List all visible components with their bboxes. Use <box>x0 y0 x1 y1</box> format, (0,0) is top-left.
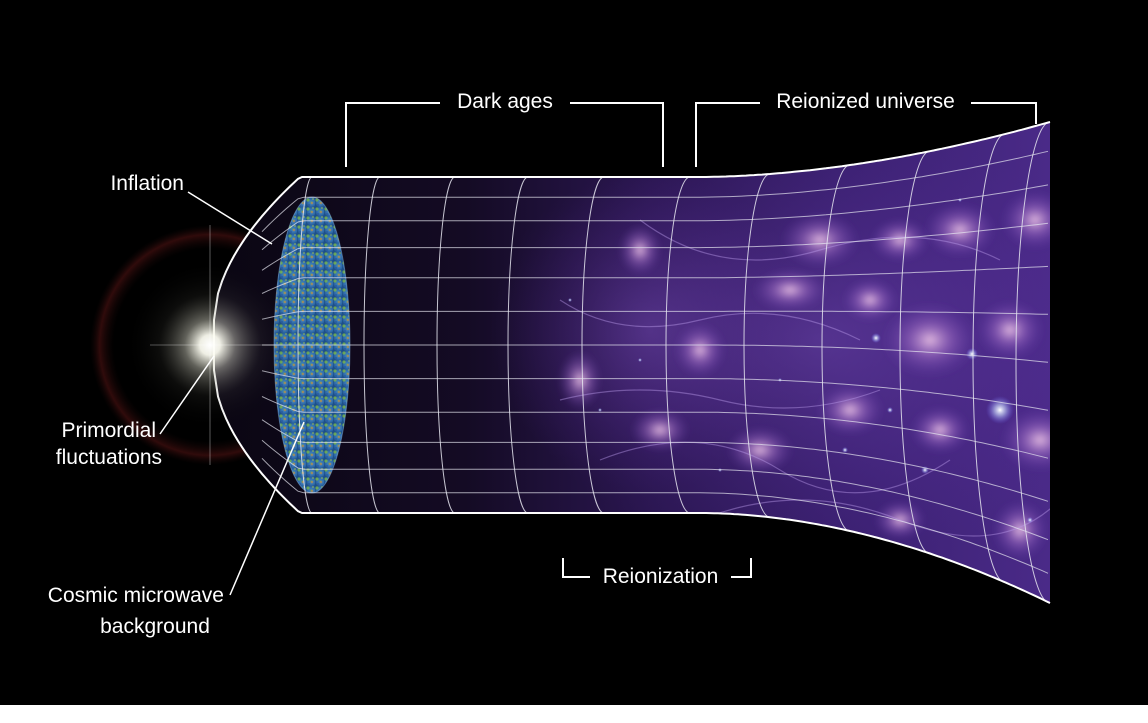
grid-line <box>261 265 1049 294</box>
cosmic-filament <box>559 389 881 409</box>
violet-haze <box>490 170 810 490</box>
galaxy-clump <box>1056 274 1124 326</box>
star-point <box>842 447 848 453</box>
inflation-leader-line <box>187 191 273 245</box>
cosmic-filament <box>599 441 951 494</box>
star-point <box>871 333 881 343</box>
galaxy-clump <box>1000 408 1050 472</box>
grid-line <box>261 184 1049 251</box>
galaxy-clump <box>1001 190 1050 250</box>
galaxy-clump <box>910 406 970 454</box>
universe-outline <box>213 121 1051 604</box>
galaxy-clump <box>870 218 930 262</box>
primordial-label-line1: Primordial <box>61 419 156 442</box>
reionization-bracket-left <box>562 558 590 578</box>
galaxy-clump <box>842 278 898 322</box>
grid-line <box>261 396 1049 459</box>
galaxy-clump <box>874 500 926 540</box>
star-point <box>1027 517 1033 523</box>
grid-line <box>261 310 1049 320</box>
galaxy-clump <box>882 302 978 378</box>
inflation-label: Inflation <box>110 172 184 195</box>
galaxy-clump <box>674 322 726 378</box>
galaxy-clump <box>618 224 662 276</box>
galaxy-clump <box>558 350 602 410</box>
star-point <box>966 348 978 360</box>
galaxy-clump <box>752 268 828 312</box>
reionization-bracket-right <box>731 558 752 578</box>
cmb-label-line1: Cosmic microwave <box>47 584 224 607</box>
grid-ring <box>972 133 1006 583</box>
galaxy-clump <box>630 408 690 452</box>
grid-ring <box>821 164 851 532</box>
galaxy-clump <box>1070 380 1130 440</box>
grid-line <box>261 370 1049 411</box>
dark-ages-label: Dark ages <box>457 90 553 113</box>
galaxy-nebulae <box>490 122 1130 560</box>
cmb-label-line2: background <box>100 615 210 638</box>
grid-line <box>262 344 1049 363</box>
star-point <box>887 407 893 413</box>
bright-flash-icon <box>125 260 295 430</box>
primordial-label-line2: fluctuations <box>55 446 162 469</box>
spacetime-grid <box>261 121 1051 604</box>
galaxy-clump <box>992 500 1048 560</box>
grid-line <box>261 222 1049 271</box>
reionized-bracket-left <box>695 102 760 167</box>
galaxy-clump <box>924 202 996 258</box>
star-point <box>598 408 602 412</box>
reionized-universe-label: Reionized universe <box>776 90 955 113</box>
galaxy-clump <box>726 426 794 474</box>
star-point <box>1098 398 1122 422</box>
grid-line <box>261 150 1049 233</box>
universe-timeline-diagram: Inflation Primordial fluctuations Cosmic… <box>0 0 1148 705</box>
star-point <box>1081 238 1093 250</box>
grid-line <box>261 457 1049 574</box>
grid-line <box>261 419 1049 502</box>
grid-ring <box>899 150 931 555</box>
reionized-bracket-right <box>971 102 1037 124</box>
grid-line <box>261 439 1049 541</box>
reionization-label: Reionization <box>602 565 719 588</box>
galaxy-clump <box>976 300 1044 360</box>
galaxy-clump <box>780 212 860 268</box>
star-point <box>638 358 642 362</box>
universe-timeline-artwork <box>90 102 1130 604</box>
star-point <box>986 396 1014 424</box>
dark-ages-bracket-right <box>570 102 664 167</box>
dark-ages-bracket-left <box>345 102 440 167</box>
star-point <box>568 298 572 302</box>
cmb-leader-line <box>229 421 305 596</box>
cosmic-filament <box>559 299 861 341</box>
primordial-leader-line <box>159 355 215 435</box>
grid-ring <box>1015 121 1051 604</box>
